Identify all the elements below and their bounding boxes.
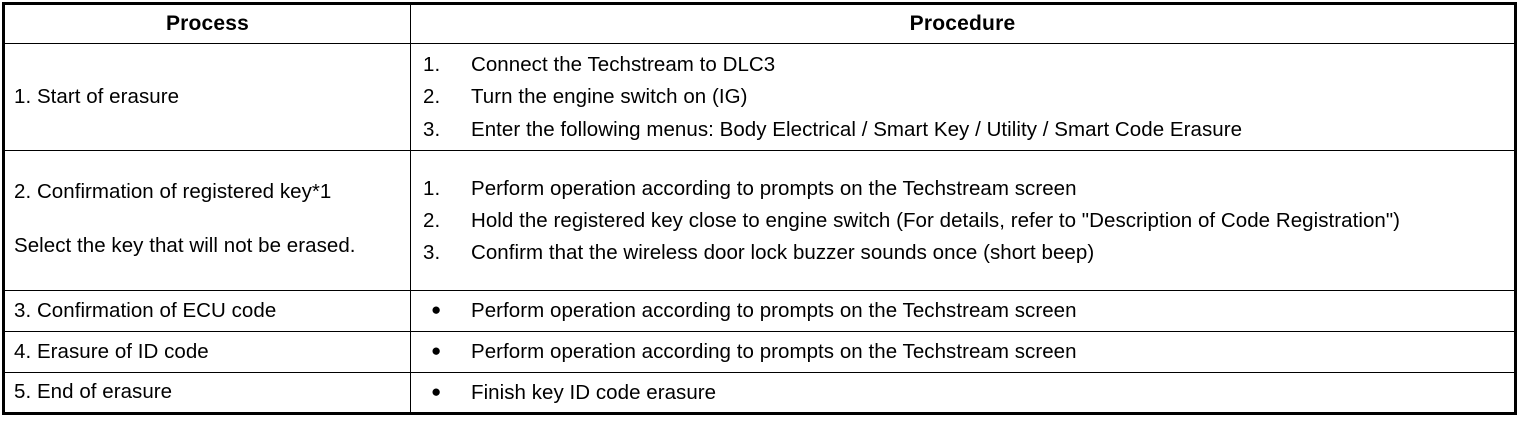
step-text: Confirm that the wireless door lock buzz… — [471, 241, 1095, 265]
column-header-process: Process — [3, 3, 411, 44]
table-row: 4. Erasure of ID code ● Perform operatio… — [3, 331, 1516, 373]
procedure-step-list: ● Finish key ID code erasure — [423, 379, 1506, 406]
step-marker: 3. — [423, 117, 441, 141]
step-marker: 3. — [423, 241, 441, 265]
step-marker: 1. — [423, 176, 441, 200]
process-note: Select the key that will not be erased. — [14, 233, 356, 257]
list-item: 3. Confirm that the wireless door lock b… — [423, 239, 1506, 266]
procedure-cell: ● Finish key ID code erasure — [410, 371, 1516, 415]
process-cell: 2. Confirmation of registered key*1 Sele… — [3, 150, 411, 291]
step-text: Connect the Techstream to DLC3 — [471, 53, 776, 77]
list-item: ● Finish key ID code erasure — [423, 379, 1506, 406]
procedure-step-list: 1. Perform operation according to prompt… — [423, 175, 1506, 267]
procedure-cell: 1. Connect the Techstream to DLC3 2. Tur… — [410, 43, 1516, 151]
step-marker: 1. — [423, 53, 441, 77]
table-row: 2. Confirmation of registered key*1 Sele… — [3, 150, 1516, 291]
bullet-icon: ● — [431, 341, 442, 361]
list-item: 1. Perform operation according to prompt… — [423, 175, 1506, 202]
list-item: 3. Enter the following menus: Body Elect… — [423, 116, 1506, 143]
step-marker: 2. — [423, 208, 441, 232]
procedure-step-list: ● Perform operation according to prompts… — [423, 297, 1506, 324]
process-cell: 5. End of erasure — [3, 371, 411, 415]
step-marker: 2. — [423, 85, 441, 109]
step-text: Perform operation according to prompts o… — [471, 340, 1077, 364]
process-cell: 3. Confirmation of ECU code — [3, 290, 411, 332]
list-item: 1. Connect the Techstream to DLC3 — [423, 51, 1506, 78]
table-header: Process Procedure — [3, 3, 1516, 44]
process-cell: 1. Start of erasure — [3, 43, 411, 151]
process-title: 2. Confirmation of registered key*1 — [14, 180, 332, 204]
step-text: Perform operation according to prompts o… — [471, 299, 1077, 323]
step-text: Hold the registered key close to engine … — [471, 208, 1401, 232]
list-item: 2. Turn the engine switch on (IG) — [423, 83, 1506, 110]
header-row: Process Procedure — [3, 3, 1516, 44]
table-row: 1. Start of erasure 1. Connect the Techs… — [3, 43, 1516, 151]
process-title: 1. Start of erasure — [14, 84, 180, 108]
procedure-step-list: ● Perform operation according to prompts… — [423, 338, 1506, 365]
list-item: 2. Hold the registered key close to engi… — [423, 207, 1506, 234]
column-header-procedure: Procedure — [410, 3, 1516, 44]
step-text: Perform operation according to prompts o… — [471, 176, 1077, 200]
table-body: 1. Start of erasure 1. Connect the Techs… — [3, 43, 1516, 415]
process-cell: 4. Erasure of ID code — [3, 331, 411, 373]
list-item: ● Perform operation according to prompts… — [423, 338, 1506, 365]
process-title: 3. Confirmation of ECU code — [14, 298, 277, 322]
bullet-icon: ● — [431, 300, 442, 320]
process-title: 5. End of erasure — [14, 380, 173, 404]
step-text: Turn the engine switch on (IG) — [471, 85, 748, 109]
step-text: Finish key ID code erasure — [471, 381, 717, 404]
procedure-cell: ● Perform operation according to prompts… — [410, 331, 1516, 373]
procedure-cell: 1. Perform operation according to prompt… — [410, 150, 1516, 291]
table-row: 3. Confirmation of ECU code ● Perform op… — [3, 290, 1516, 332]
process-title: 4. Erasure of ID code — [14, 339, 209, 363]
procedure-step-list: 1. Connect the Techstream to DLC3 2. Tur… — [423, 51, 1506, 143]
table-row: 5. End of erasure ● Finish key ID code e… — [3, 371, 1516, 415]
bullet-icon: ● — [431, 382, 442, 401]
step-text: Enter the following menus: Body Electric… — [471, 117, 1243, 141]
list-item: ● Perform operation according to prompts… — [423, 297, 1506, 324]
procedure-cell: ● Perform operation according to prompts… — [410, 290, 1516, 332]
smart-code-erasure-table: Process Procedure 1. Start of erasure 1.… — [2, 2, 1517, 416]
